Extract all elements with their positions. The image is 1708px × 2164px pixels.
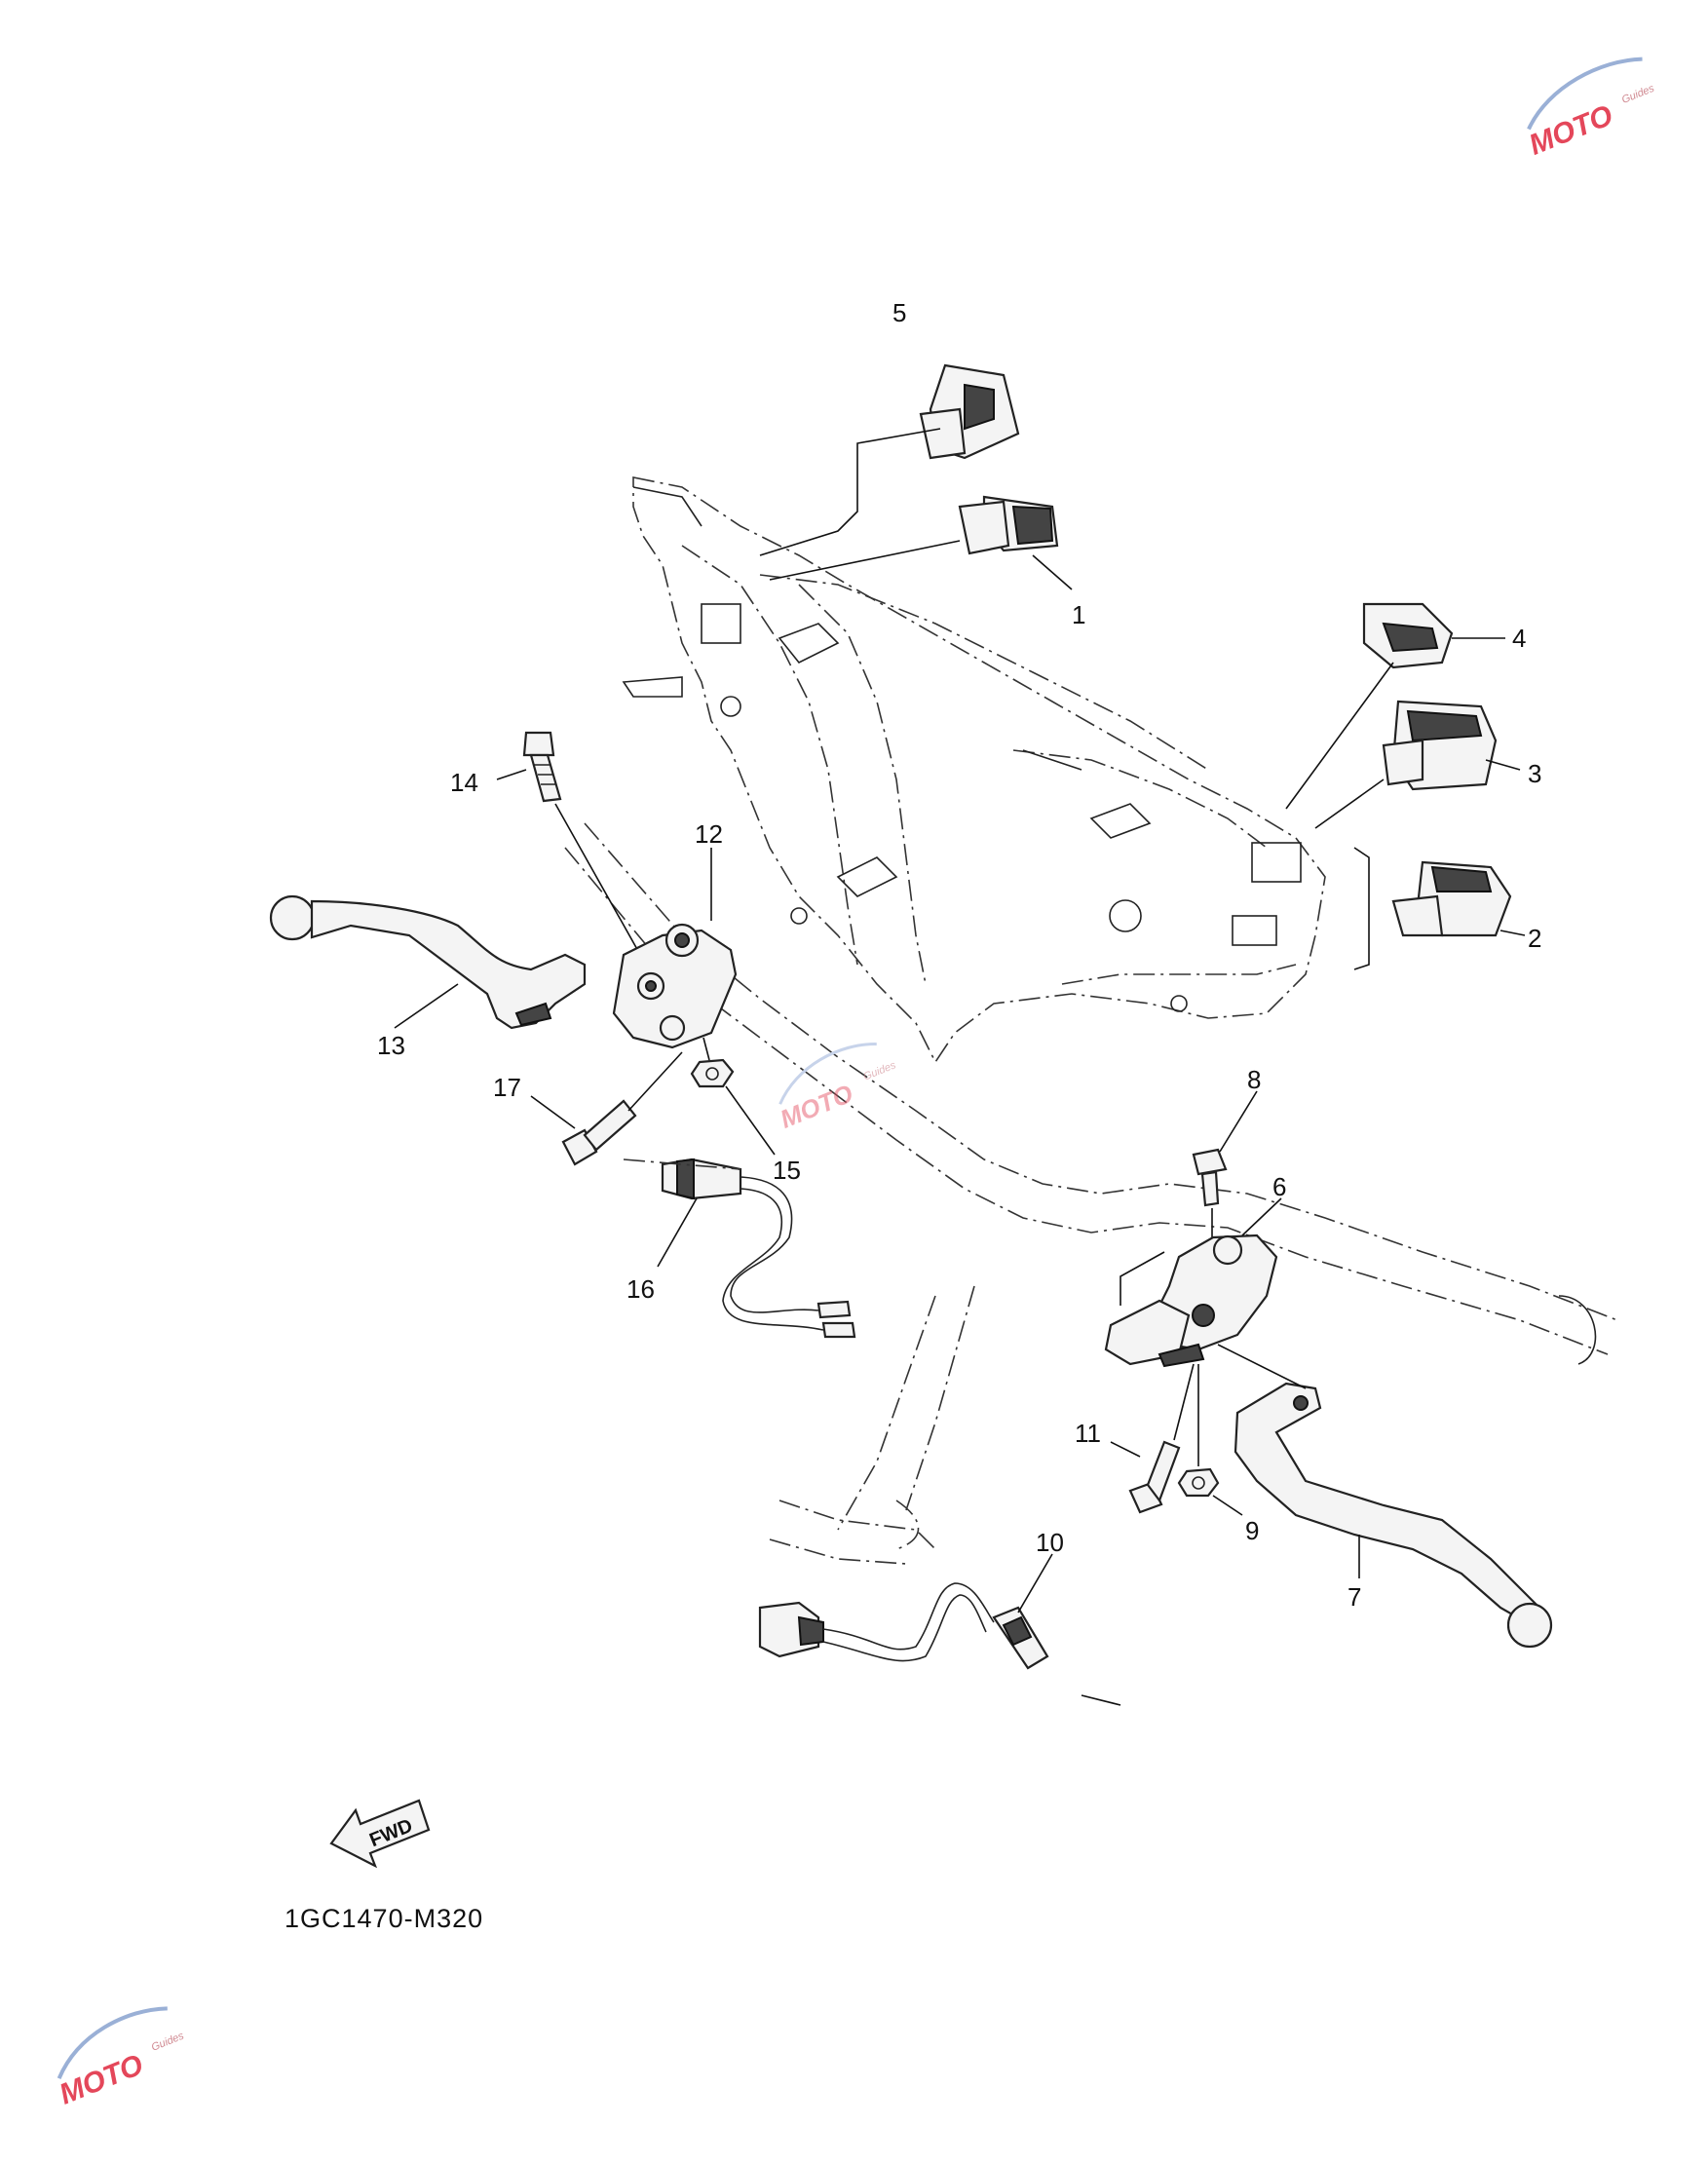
part-5-switch [919,363,1020,460]
callout-1: 1 [1072,600,1085,629]
part-13-lever [269,894,587,1030]
part-9-nut [1177,1467,1220,1498]
part-3-switch [1382,700,1498,791]
watermark-brand: MOTO [1525,99,1617,162]
callout-13: 13 [377,1031,405,1060]
callout-6: 6 [1272,1172,1286,1201]
watermark-sub: Guides [1620,83,1656,106]
part-16-switch-wire [661,1158,856,1339]
part-2-switch [1391,860,1512,937]
part-15-nut [690,1058,735,1088]
forward-direction-arrow: FWD [329,1799,431,1869]
callout-9: 9 [1245,1516,1259,1545]
part-4-switch [1362,602,1454,669]
watermark-sub-middle: Guides [861,1059,897,1082]
callout-14: 14 [450,768,478,797]
callout-15: 15 [773,1156,801,1185]
callout-8: 8 [1247,1065,1261,1094]
callout-4: 4 [1512,624,1526,653]
callout-labels: 1 2 3 4 5 6 7 8 9 10 11 12 13 14 15 16 1… [377,298,1541,1612]
part-17-bolt [561,1099,637,1166]
part-10-switch-connector [758,1582,1049,1670]
callout-16: 16 [626,1274,655,1304]
part-1-switch [958,495,1059,555]
watermark-middle: MOTO Guides [776,1043,898,1134]
callout-7: 7 [1347,1582,1361,1612]
callout-5: 5 [892,298,906,327]
handlebar-cover-housing [622,476,1326,1064]
watermark-top-right: MOTO Guides [1525,57,1656,162]
callout-2: 2 [1528,924,1541,953]
part-14-bolt [522,731,562,803]
callout-12: 12 [695,819,723,849]
part-11-bolt [1128,1440,1181,1514]
callout-11: 11 [1075,1419,1101,1448]
watermark-bottom-left: MOTO Guides [55,2006,186,2111]
part-8-bolt [1192,1148,1228,1207]
watermark-sub-bottom: Guides [150,2030,186,2053]
callout-17: 17 [493,1073,521,1102]
callout-3: 3 [1528,759,1541,788]
part-7-lever [1234,1382,1553,1649]
callout-10: 10 [1036,1528,1064,1557]
handlebar-tube [564,822,1618,1565]
diagram-code: 1GC1470-M320 [285,1904,484,1933]
part-6-bracket [1104,1234,1278,1368]
part-12-bracket [612,923,738,1049]
